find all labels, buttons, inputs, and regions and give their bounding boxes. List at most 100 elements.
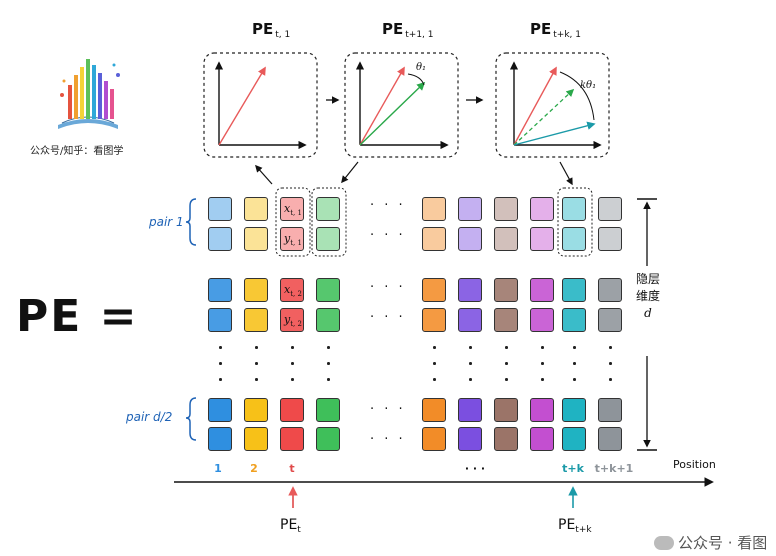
vertical-dot [609, 378, 612, 381]
pe-cell-r5-c10 [598, 398, 622, 422]
wechat-icon [654, 536, 674, 550]
vector-box-t1 [203, 52, 318, 158]
y-symbol: yt, 2 [284, 313, 302, 329]
pe-cell-r2-c6 [458, 227, 482, 251]
vertical-dot [505, 378, 508, 381]
hidden-dimension-label: 隐层 维度 d [628, 271, 668, 322]
pe-cell-r1-c4 [316, 197, 340, 221]
pe-t-bottom-label: PEt [280, 517, 301, 535]
x-symbol: xt, 2 [284, 283, 302, 299]
x-symbol: xt, 1 [284, 202, 302, 218]
pe-cell-r6-c5 [422, 427, 446, 451]
pe-cell-r1-c3: xt, 1 [280, 197, 304, 221]
vertical-dot [291, 378, 294, 381]
vertical-dot [609, 362, 612, 365]
vertical-dot [541, 346, 544, 349]
pe-cell-r5-c5 [422, 398, 446, 422]
pe-cell-r2-c4 [316, 227, 340, 251]
pe-cell-r6-c1 [208, 427, 232, 451]
pe-cell-r4-c5 [422, 308, 446, 332]
pe-cell-r2-c5 [422, 227, 446, 251]
position-1: 1 [214, 462, 222, 475]
position-dots: · · · [464, 462, 486, 475]
pe-cell-r3-c3: xt, 2 [280, 278, 304, 302]
pe-cell-r6-c10 [598, 427, 622, 451]
vertical-dot [219, 378, 222, 381]
pe-cell-r2-c2 [244, 227, 268, 251]
pe-cell-r1-c5 [422, 197, 446, 221]
pe-cell-r6-c6 [458, 427, 482, 451]
pe-cell-r6-c2 [244, 427, 268, 451]
pe-cell-r5-c6 [458, 398, 482, 422]
brand-logo [58, 59, 120, 129]
pe-cell-r5-c1 [208, 398, 232, 422]
ellipsis-row-2a: · · · [370, 280, 406, 295]
pe-cell-r5-c4 [316, 398, 340, 422]
k-theta-label: kθ₁ [580, 80, 597, 91]
pe-cell-r6-c4 [316, 427, 340, 451]
watermark: 公众号 · 看图 [654, 532, 767, 553]
pe-cell-r2-c9 [562, 227, 586, 251]
vertical-dot [469, 346, 472, 349]
vertical-dot [433, 362, 436, 365]
pe-cell-r6-c3 [280, 427, 304, 451]
pe-cell-r1-c8 [530, 197, 554, 221]
pe-cell-r6-c8 [530, 427, 554, 451]
pe-cell-r6-c7 [494, 427, 518, 451]
pe-cell-r1-c9 [562, 197, 586, 221]
pe-cell-r3-c7 [494, 278, 518, 302]
pe-cell-r3-c8 [530, 278, 554, 302]
pe-cell-r2-c1 [208, 227, 232, 251]
pe-cell-r2-c7 [494, 227, 518, 251]
pe-cell-r6-c9 [562, 427, 586, 451]
pe-cell-r4-c8 [530, 308, 554, 332]
pe-cell-r5-c7 [494, 398, 518, 422]
vertical-dot [219, 362, 222, 365]
pe-cell-r4-c1 [208, 308, 232, 332]
vertical-dot [433, 378, 436, 381]
ellipsis-row-1a: · · · [370, 198, 406, 213]
pe-cell-r3-c4 [316, 278, 340, 302]
pe-cell-r2-c8 [530, 227, 554, 251]
pe-cell-r2-c10 [598, 227, 622, 251]
position-t-plus-k-plus-1: t+k+1 [594, 462, 634, 475]
vertical-dot [327, 346, 330, 349]
vector-box-tk1 [495, 52, 610, 158]
vertical-dot [609, 346, 612, 349]
pe-cell-r1-c7 [494, 197, 518, 221]
pe-cell-r2-c3: yt, 1 [280, 227, 304, 251]
ellipsis-row-2b: · · · [370, 310, 406, 325]
theta-label: θ₁ [416, 62, 427, 73]
vertical-dot [255, 362, 258, 365]
y-symbol: yt, 1 [284, 232, 302, 248]
vertical-dot [219, 346, 222, 349]
pe-cell-r4-c2 [244, 308, 268, 332]
vertical-dot [469, 362, 472, 365]
pair-d2-label: pair d/2 [126, 410, 173, 424]
vertical-dot [469, 378, 472, 381]
vertical-dot [255, 346, 258, 349]
pe-cell-r3-c9 [562, 278, 586, 302]
position-axis-label: Position [673, 458, 716, 471]
vertical-dot [327, 362, 330, 365]
pe-cell-r4-c10 [598, 308, 622, 332]
pe-cell-r1-c1 [208, 197, 232, 221]
vertical-dot [291, 346, 294, 349]
pe-cell-r4-c4 [316, 308, 340, 332]
vector-box-t11 [344, 52, 459, 158]
ellipsis-row-1b: · · · [370, 228, 406, 243]
position-2: 2 [250, 462, 258, 475]
brand-text: 公众号/知乎：看图学 [30, 146, 124, 157]
position-t: t [289, 462, 295, 475]
pe-cell-r3-c6 [458, 278, 482, 302]
pe-cell-r3-c2 [244, 278, 268, 302]
vertical-dot [255, 378, 258, 381]
vertical-dot [573, 378, 576, 381]
vertical-dot [291, 362, 294, 365]
ellipsis-row-3b: · · · [370, 432, 406, 447]
pe-cell-r3-c10 [598, 278, 622, 302]
